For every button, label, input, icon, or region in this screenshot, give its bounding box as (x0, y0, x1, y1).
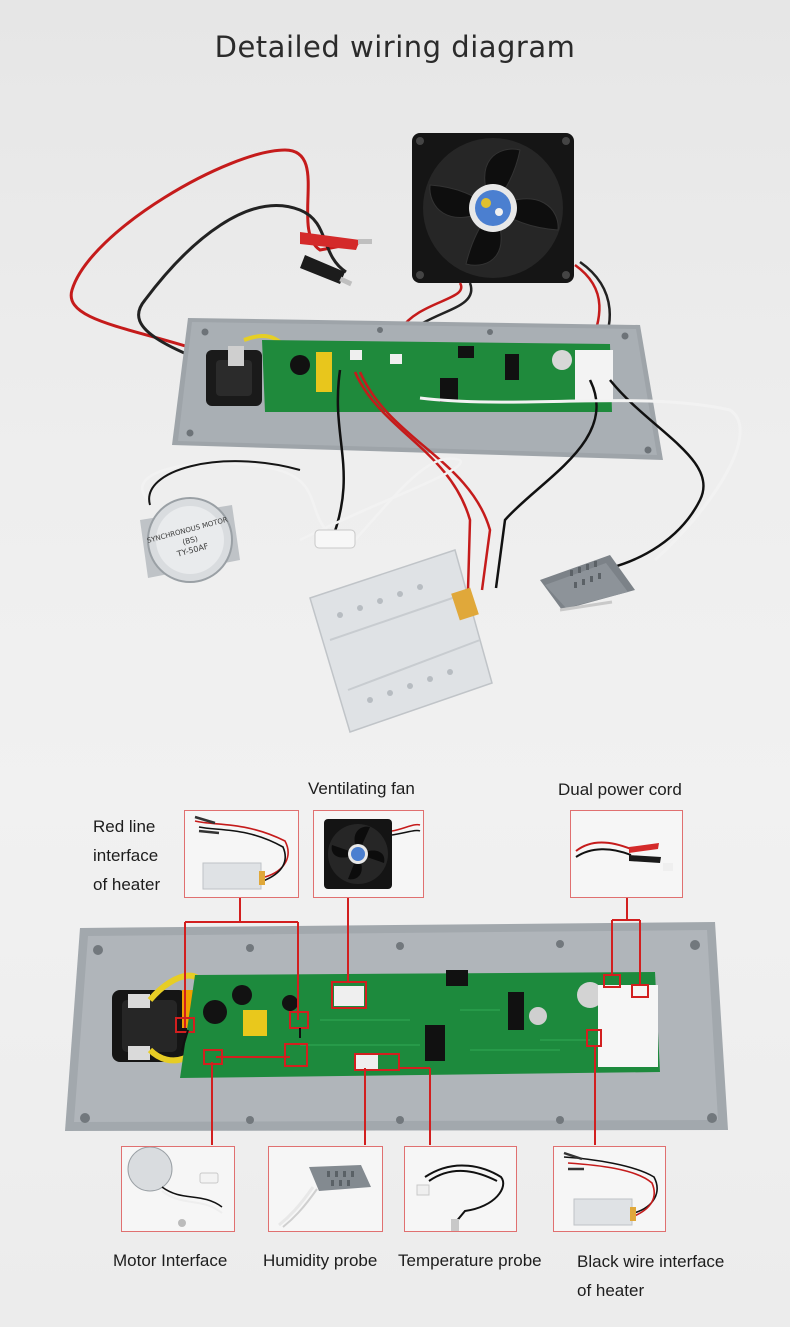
thumbnail-power-cord (570, 810, 683, 898)
power-cord-black (137, 204, 347, 384)
thumbnail-motor (121, 1146, 235, 1232)
thumbnail-humidity-probe (268, 1146, 383, 1232)
svg-text:(BS): (BS) (181, 534, 198, 547)
synchronous-motor-illustration: SYNCHRONOUS MOTOR (BS) TY-50AF (140, 497, 240, 583)
alligator-clip-black (300, 255, 353, 287)
thumbnail-fan (313, 810, 424, 898)
label-ventilating-fan: Ventilating fan (308, 779, 415, 798)
assembly-illustration: SYNCHRONOUS MOTOR (BS) TY-50AF (69, 133, 705, 733)
label-red-line-interface: Red line interface of heater (93, 817, 161, 894)
label-black-wire-interface: Black wire interface of heater (577, 1252, 725, 1300)
thumbnail-heater-black (553, 1146, 666, 1232)
ptc-heater-illustration (309, 549, 493, 733)
power-socket-closeup (112, 972, 208, 1064)
page-title: Detailed wiring diagram (214, 30, 576, 64)
motor-connector (314, 529, 356, 549)
label-humidity-probe: Humidity probe (263, 1251, 378, 1270)
ventilating-fan-illustration (412, 133, 574, 283)
label-motor-interface: Motor Interface (113, 1251, 228, 1270)
thumbnail-heater-red (184, 810, 299, 898)
relay (598, 985, 658, 1067)
power-cord-red (69, 148, 363, 380)
label-dual-power-cord: Dual power cord (558, 780, 682, 799)
pcb-board-top (262, 340, 613, 412)
alligator-clip-red (300, 232, 372, 250)
humidity-probe-illustration (540, 555, 635, 612)
pcb-board-closeup (180, 970, 660, 1078)
label-temperature-probe: Temperature probe (398, 1251, 542, 1270)
thumbnail-temperature-probe (404, 1146, 517, 1232)
power-socket (206, 334, 292, 406)
